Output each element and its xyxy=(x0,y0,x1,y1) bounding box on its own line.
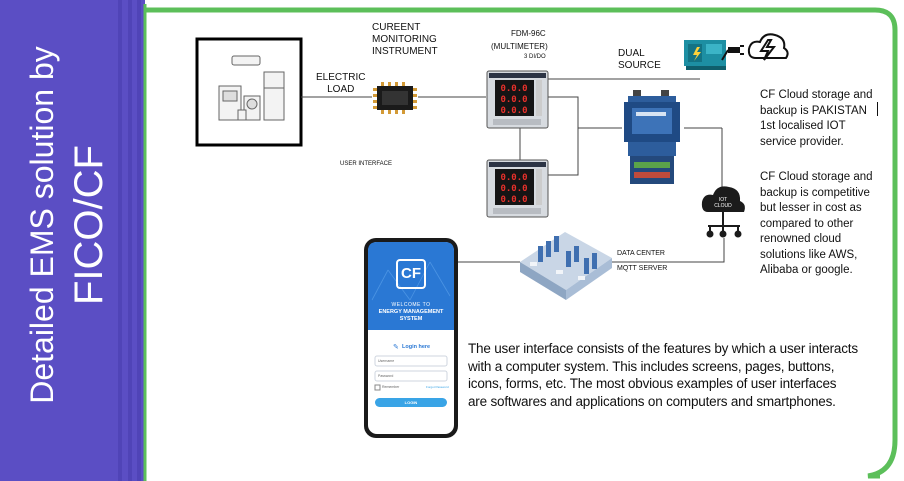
phone-logo: CF xyxy=(401,265,421,282)
cloud-note-localised: CF Cloud storage and backup is PAKISTAN … xyxy=(760,89,873,148)
phone-login-heading: Login here xyxy=(402,344,431,350)
mqtt-server-label: MQTT SERVER xyxy=(617,265,668,272)
electric-load-box xyxy=(195,37,303,147)
electric-load-label: ELECTRIC LOAD xyxy=(316,72,366,95)
data-center-icon xyxy=(520,232,612,300)
phone-forgot-link[interactable]: Forgot Password xyxy=(426,385,449,389)
pencil-icon: ✎ xyxy=(393,344,399,351)
meter-2-reading-3: 0.0.0 xyxy=(500,195,527,205)
multimeter-label: (MULTIMETER) xyxy=(491,42,548,51)
frame-border xyxy=(145,7,898,479)
user-interface-description: The user interface consists of the featu… xyxy=(468,341,858,409)
meter-1-reading-2: 0.0.0 xyxy=(500,95,527,105)
title-sidebar: Detailed EMS solution by FICO/CF xyxy=(0,0,145,481)
phone-welcome-text: WELCOME TO xyxy=(391,302,431,308)
phone-remember-checkbox[interactable]: Remember xyxy=(382,385,400,389)
meter-1-reading-3: 0.0.0 xyxy=(500,106,527,116)
phone-system-name: ENERGY MANAGEMENT SYSTEM xyxy=(378,309,444,322)
data-center-label: DATA CENTER xyxy=(617,250,665,257)
text-cursor xyxy=(877,102,878,116)
smartphone xyxy=(364,238,458,438)
fdm-model-label: FDM-96C xyxy=(511,29,546,38)
iot-cloud-label: IOT CLOUD xyxy=(714,197,732,209)
appliances-icon xyxy=(218,55,285,121)
current-monitoring-label: CUREENT MONITORING INSTRUMENT xyxy=(372,22,438,57)
power-plug-icon xyxy=(721,45,744,61)
phone-password-field[interactable]: Password xyxy=(378,374,394,378)
iot-cloud-icon xyxy=(701,186,745,238)
meter-1-reading-1: 0.0.0 xyxy=(500,84,527,94)
power-cloud-icon xyxy=(747,33,789,61)
meter-2-reading-1: 0.0.0 xyxy=(500,173,527,183)
multimeter-1 xyxy=(486,70,549,129)
dido-label: 3 DI/DO xyxy=(524,54,546,60)
iot-gateway-device xyxy=(624,90,680,184)
user-interface-label: USER INTERFACE xyxy=(340,161,393,167)
generator-icon xyxy=(684,40,726,70)
meter-readouts: 0.0.00.0.00.0.00.0.00.0.00.0.0 xyxy=(500,84,527,205)
multimeter-2 xyxy=(486,159,549,218)
dual-source-label: DUAL SOURCE xyxy=(618,48,661,71)
phone-login-button[interactable]: LOGIN xyxy=(404,400,418,405)
connector-lines xyxy=(301,78,725,263)
cloud-note-cost: CF Cloud storage and backup is competiti… xyxy=(760,171,873,276)
current-monitoring-instrument xyxy=(373,82,417,114)
phone-username-field[interactable]: Username xyxy=(378,359,395,363)
meter-2-reading-2: 0.0.0 xyxy=(500,184,527,194)
